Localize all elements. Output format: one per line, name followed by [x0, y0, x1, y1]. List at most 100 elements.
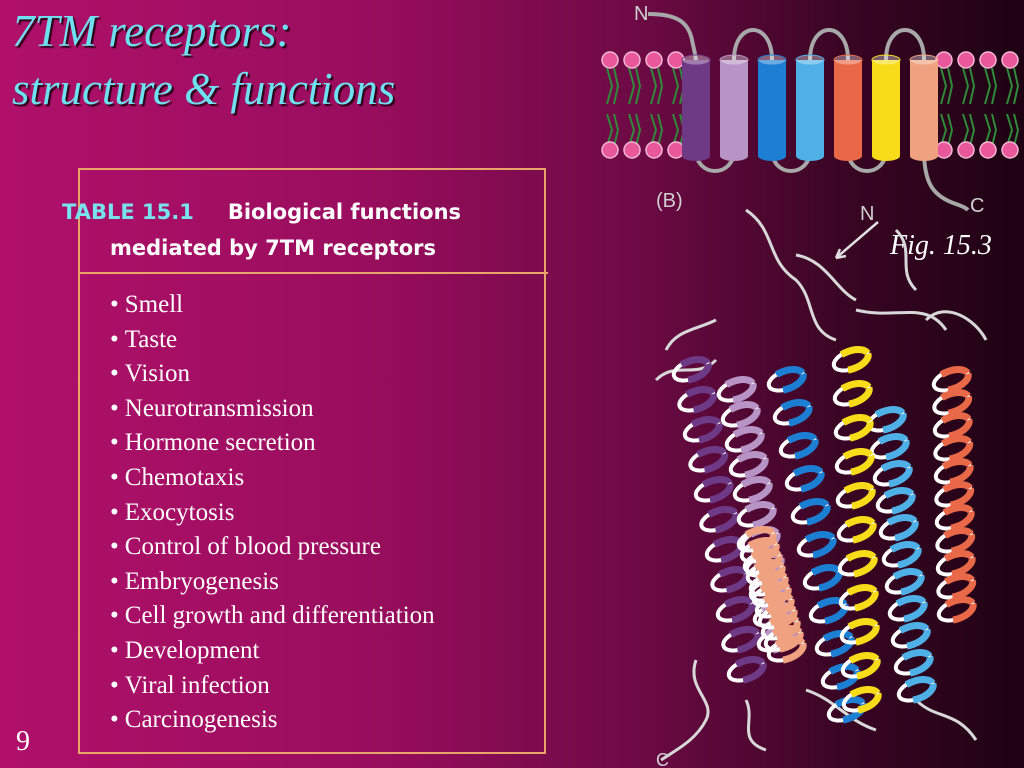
list-item: Embryogenesis [110, 565, 435, 600]
helix-turn-front [931, 412, 973, 440]
tm-helix-cylinder [872, 60, 900, 156]
list-item: Exocytosis [110, 496, 435, 531]
slide-title: 7TM receptors: structure & functions [12, 2, 395, 118]
helix-turn-front [727, 451, 769, 479]
tm-helix-cylinder-bottom [682, 151, 710, 161]
list-item: Smell [110, 288, 435, 323]
tm-helix-cylinder-bottom [720, 151, 748, 161]
list-item: Taste [110, 323, 435, 358]
lipid-head [645, 51, 663, 69]
tm-helix-cylinder [910, 60, 938, 156]
helix-turn-front [697, 506, 740, 534]
helix-turn-front [741, 548, 783, 576]
tm-helix-cylinder-top [909, 54, 939, 66]
helix-turn-front [832, 414, 874, 442]
helix-turn-front [813, 630, 855, 658]
helix-turn-front [877, 514, 919, 542]
lipid-head [935, 141, 953, 159]
loop-6-extracellular [884, 28, 926, 61]
helix-turn-front [932, 458, 974, 486]
lipid-head [979, 51, 997, 69]
membrane-topology-diagram: N C (B) [601, 3, 1020, 217]
tm-helix-cylinder-top [833, 54, 863, 66]
page-number: 9 [16, 726, 30, 757]
lipid-tail [940, 67, 954, 147]
helix-turn-front [738, 537, 780, 565]
helix-turn-front [935, 596, 977, 624]
helix-turn-front [886, 595, 928, 623]
tm-helix-cylinder-bottom [758, 151, 786, 161]
helix-turn-front [714, 596, 756, 624]
list-item: Hormone secretion [110, 426, 435, 461]
helix-turn-front [868, 433, 910, 461]
lipid-head [645, 141, 663, 159]
helix-turn-front [719, 401, 761, 429]
c-terminus-label: C [970, 195, 984, 217]
helix-turn-front [930, 389, 973, 417]
list-item: Neurotransmission [110, 392, 435, 427]
lipid-tail [628, 67, 642, 147]
helix-turn-front [750, 581, 792, 609]
tm-helix-cylinder [720, 60, 748, 156]
receptor-3d-structure: N C [654, 203, 988, 768]
helix-turn-front [834, 482, 876, 510]
helix-turn-front [771, 399, 813, 427]
helix-turn-front [762, 625, 804, 653]
helix-turn-front [838, 618, 880, 646]
helix-turn-front [880, 541, 922, 569]
n-terminus-structure-label: N [860, 203, 874, 225]
helix-turn-front [835, 516, 877, 544]
tm-helix-cylinder-bottom [910, 151, 938, 161]
panel-label: (B) [656, 190, 683, 212]
loop-2-extracellular [732, 28, 774, 61]
lipid-head [623, 51, 641, 69]
helix-turn-front [840, 686, 882, 714]
lipid-head [601, 141, 619, 159]
loop-4-extracellular [808, 28, 850, 61]
function-list: Smell Taste Vision Neurotransmission Hor… [110, 288, 435, 738]
lipid-head [979, 141, 997, 159]
helix-turn-front [930, 366, 972, 394]
helix-cylinders [681, 54, 939, 161]
table-label: TABLE 15.1 [62, 200, 194, 224]
tm-helix-cylinder-top [681, 54, 711, 66]
helix-turn-front [933, 504, 975, 532]
lipid-tail [650, 67, 664, 147]
lipid-head [601, 51, 619, 69]
tm-helix-cylinder-top [719, 54, 749, 66]
list-item: Chemotaxis [110, 461, 435, 496]
helix-turn-front [756, 603, 798, 631]
helix-turn-front [719, 626, 762, 654]
n-terminus-arrow [834, 221, 879, 260]
lipid-tail [606, 67, 620, 147]
lipid-head [957, 51, 975, 69]
helix-turn-front [753, 592, 795, 620]
helix-turn-front [735, 501, 777, 529]
tm-helix-cylinder-bottom [872, 151, 900, 161]
helix-turn-front [892, 649, 934, 677]
table-caption-text-1: Biological functions [227, 200, 462, 224]
lipid-head [1001, 141, 1019, 159]
lipid-tail [984, 67, 998, 147]
helix-turn-front [744, 559, 786, 587]
helix-turn-front [831, 380, 873, 408]
helix-turn-front [931, 435, 974, 463]
helix-turn-front [675, 386, 718, 414]
helix-turn-front [833, 448, 875, 476]
c-terminus-structure-label: C [656, 750, 669, 768]
helix-turn-front [865, 406, 907, 434]
helix-turn-front [715, 376, 757, 404]
title-line-1: 7TM receptors: [12, 6, 292, 56]
tm-helix-cylinder-bottom [796, 151, 824, 161]
n-terminal-tail [647, 12, 698, 63]
helix-turn-front [681, 416, 723, 444]
helix-turn-front [783, 465, 825, 493]
receptor-figure: N C (B) N C [601, 3, 1020, 768]
n-terminus-label: N [634, 3, 648, 25]
helix-turn-front [871, 460, 913, 488]
helix-turn-front [819, 663, 861, 691]
helix-turn-front [692, 476, 734, 504]
helix-turn-front [837, 584, 879, 612]
